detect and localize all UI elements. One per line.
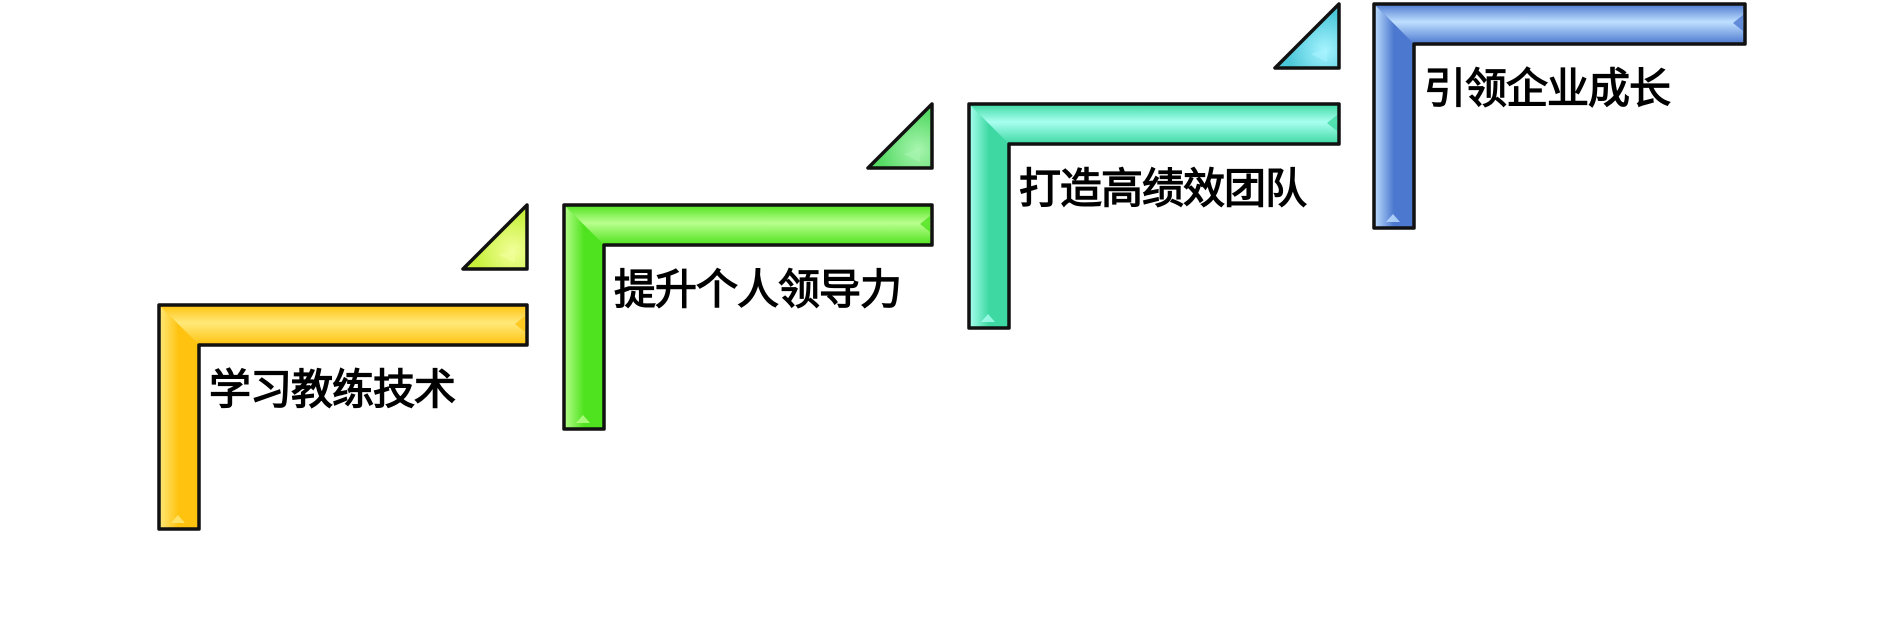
step-2-bracket <box>562 203 934 431</box>
step-1-bracket <box>157 303 529 531</box>
step-1-label: 学习教练技术 <box>209 365 456 414</box>
step-3-label: 打造高绩效团队 <box>1019 164 1307 213</box>
step-4-bracket <box>1372 2 1747 230</box>
step-3-bracket <box>967 102 1341 330</box>
step-3-triangle-icon <box>1273 2 1341 70</box>
step-2-triangle-icon <box>866 102 934 170</box>
step-2-label: 提升个人领导力 <box>614 265 902 314</box>
step-4-label: 引领企业成长 <box>1424 64 1671 113</box>
step-1-triangle-icon <box>461 203 529 271</box>
